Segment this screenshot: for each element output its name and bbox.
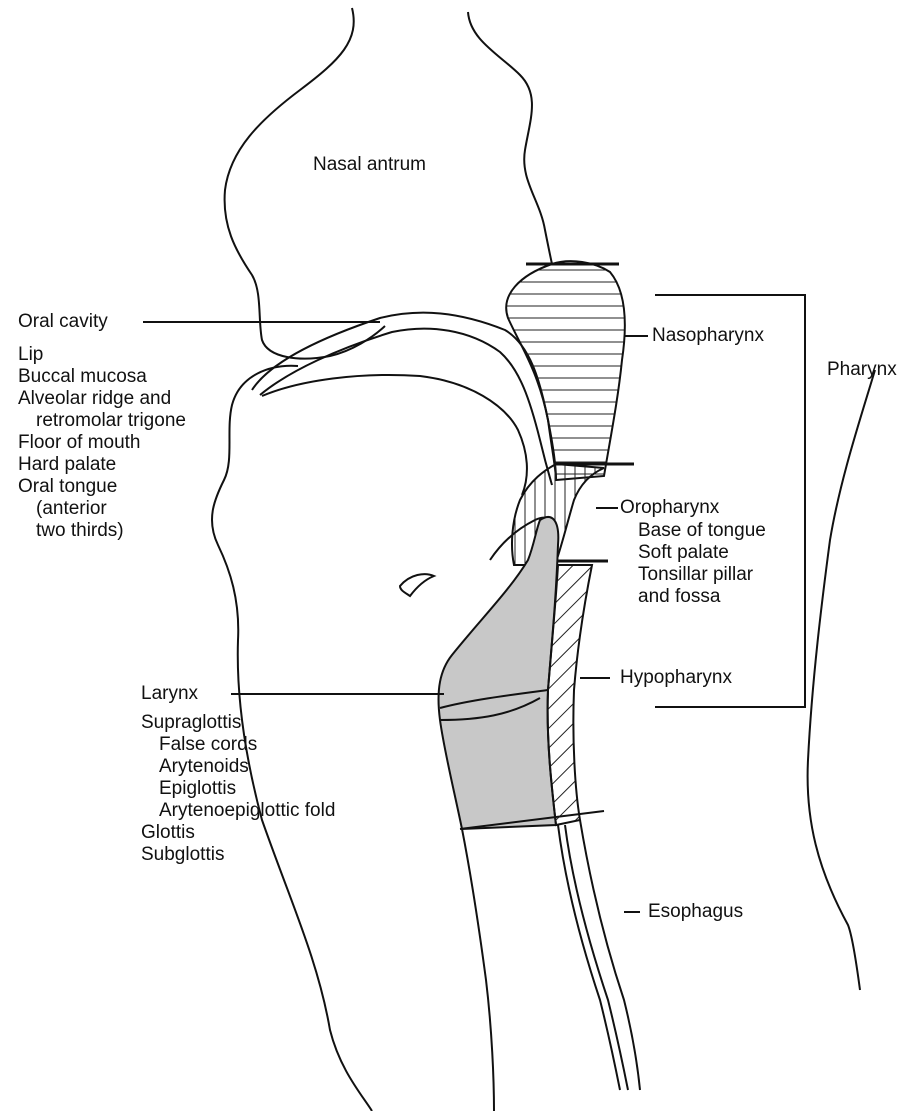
label-hypopharynx: Hypopharynx [620, 667, 732, 689]
larynx-subsite-item: Supraglottis [141, 712, 335, 734]
esophagus-wall-2 [565, 825, 628, 1090]
label-esophagus: Esophagus [648, 901, 743, 923]
face-profile-outline [225, 8, 385, 359]
oropharynx-subsite-item: Tonsillar pillar [638, 564, 766, 586]
hard-palate [252, 313, 556, 480]
oral-cavity-subsite-item: Floor of mouth [18, 432, 186, 454]
posterior-neck-outline [808, 370, 875, 990]
label-larynx: Larynx [141, 683, 198, 705]
label-nasopharynx: Nasopharynx [652, 325, 764, 347]
oral-cavity-subsite-item: Oral tongue [18, 476, 186, 498]
esophagus-wall-3 [580, 820, 640, 1090]
larynx-subsite-item: Arytenoepiglottic fold [141, 800, 335, 822]
oropharynx-subsite-item: Soft palate [638, 542, 766, 564]
oral-cavity-subsite-item: Lip [18, 344, 186, 366]
oral-cavity-subsite-item: Buccal mucosa [18, 366, 186, 388]
larynx-subsite-item: False cords [141, 734, 335, 756]
label-oral-cavity: Oral cavity [18, 311, 108, 333]
oral-cavity-subsite-item: retromolar trigone [18, 410, 186, 432]
larynx-subsite-item: Arytenoids [141, 756, 335, 778]
oral-cavity-subsite-item: Hard palate [18, 454, 186, 476]
larynx-subsite-item: Glottis [141, 822, 335, 844]
hypopharynx-region [548, 565, 592, 825]
oral-cavity-subsite-item: two thirds) [18, 520, 186, 542]
hyoid-bone [400, 574, 434, 596]
label-pharynx: Pharynx [827, 359, 897, 381]
oropharynx-subsite-item: and fossa [638, 586, 766, 608]
larynx-subsite-item: Subglottis [141, 844, 335, 866]
trachea-front [462, 829, 494, 1111]
larynx-subsite-item: Epiglottis [141, 778, 335, 800]
oropharynx-subsite-item: Base of tongue [638, 520, 766, 542]
oral-cavity-subsite-item: (anterior [18, 498, 186, 520]
hard-palate-inner [260, 329, 552, 485]
tongue-outline [262, 375, 527, 495]
larynx-region [439, 517, 559, 829]
label-oropharynx: Oropharynx [620, 497, 719, 519]
label-nasal-antrum: Nasal antrum [313, 154, 426, 176]
oral-cavity-subsite-item: Alveolar ridge and [18, 388, 186, 410]
posterior-head-outline [468, 12, 552, 264]
